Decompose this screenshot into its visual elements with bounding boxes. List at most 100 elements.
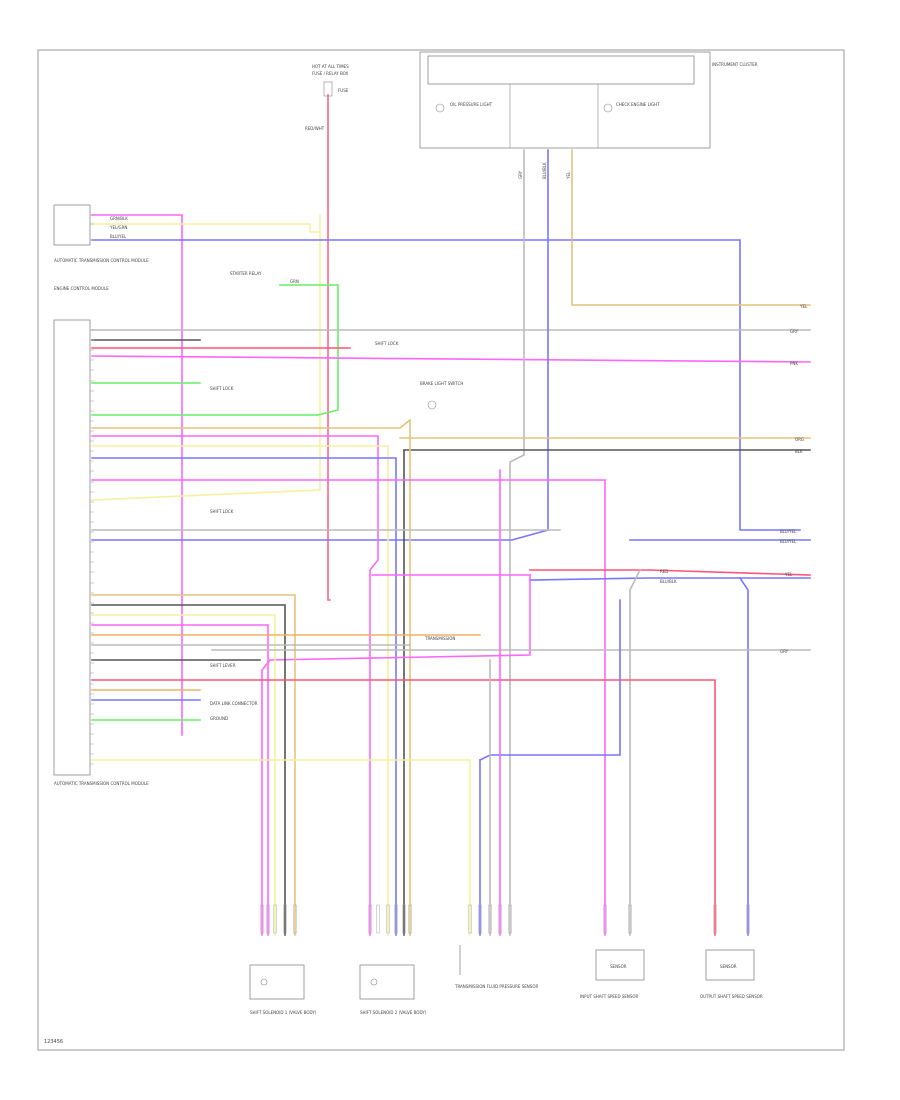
connector-pin <box>478 904 482 934</box>
solenoid-2-icon <box>370 978 378 986</box>
right-wire-10: YEL <box>784 572 793 577</box>
shift-lever-label: SHIFT LEVER <box>210 663 236 668</box>
wire-ic-gray <box>509 149 525 936</box>
bottom-connectors <box>260 904 750 934</box>
solenoid-2: SHIFT SOLENOID 2 (VALVE BODY) <box>359 964 427 1015</box>
inline-labels: STARTER RELAY GRN GRN/BLK YEL/GRN BLU/YE… <box>109 216 808 721</box>
right-wire-3: PNK <box>790 361 798 366</box>
solenoid-1-box <box>249 964 305 1000</box>
wire-feed-red <box>327 94 331 601</box>
output-speed-label: OUTPUT SHAFT SPEED SENSOR <box>700 994 763 999</box>
connector-pin <box>508 904 512 934</box>
right-wire-9: BLU/BLK <box>660 579 677 584</box>
pressure-sensor-label: TRANSMISSION FLUID PRESSURE SENSOR <box>454 984 538 989</box>
input-speed-label: INPUT SHAFT SPEED SENSOR <box>580 994 639 999</box>
right-wire-4: ORG <box>795 437 804 442</box>
wire-pin1-pink <box>91 214 183 736</box>
solenoid-1: SHIFT SOLENOID 1 (VALVE BODY) <box>249 964 317 1015</box>
wire-pin3-blue <box>91 239 801 531</box>
output-sensor-tag: SENSOR <box>720 964 737 969</box>
connector-pin <box>368 904 372 934</box>
right-wire-6: BLU/YEL <box>780 529 797 534</box>
pin3-wire: BLU/YEL <box>110 234 127 239</box>
connector-pin <box>293 904 297 934</box>
connector-pin <box>394 904 398 934</box>
cluster-box <box>419 51 711 149</box>
pin1-wire: GRN/BLK <box>110 216 128 221</box>
cluster-label: INSTRUMENT CLUSTER <box>712 62 758 67</box>
input-speed-sensor: SENSOR INPUT SHAFT SPEED SENSOR <box>580 949 645 999</box>
cluster-wire-2: BLU/BLK <box>542 162 547 179</box>
fuse-label: FUSE <box>338 88 349 93</box>
wire-yellow-sol2 <box>91 445 389 936</box>
solenoid-1-label: SHIFT SOLENOID 1 (VALVE BODY) <box>250 1010 317 1015</box>
tcm-lower-box <box>53 319 91 776</box>
check-engine-label: CHECK ENGINE LIGHT <box>616 102 660 107</box>
fuse-icon <box>323 81 333 97</box>
connector-pin <box>273 904 277 934</box>
wire-green-trunk <box>91 284 339 416</box>
input-sensor-box <box>595 949 645 981</box>
ground-label: GROUND <box>210 716 228 721</box>
solenoid-2-box <box>359 964 415 1000</box>
solenoid-1-icon <box>260 978 268 986</box>
shift-lock-label: SHIFT LOCK <box>375 341 399 346</box>
wire-blue-sol2 <box>91 457 397 936</box>
output-sensor-box <box>705 949 755 981</box>
connector-pin <box>376 904 380 934</box>
green-wire-label: GRN <box>290 279 299 284</box>
tcm-label: AUTOMATIC TRANSMISSION CONTROL MODULE <box>54 258 149 263</box>
ecm-label: ENGINE CONTROL MODULE <box>54 286 109 291</box>
tcm-lower-label: AUTOMATIC TRANSMISSION CONTROL MODULE <box>54 781 149 786</box>
hot-label: HOT AT ALL TIMES <box>312 64 349 69</box>
cluster-wire-1: GRY <box>518 170 523 179</box>
right-wire-11: GRY <box>780 649 789 654</box>
connector-pin <box>386 904 390 934</box>
diagram-border <box>37 49 845 1051</box>
wire-red-right <box>529 569 811 576</box>
tcm-upper-box <box>53 204 91 246</box>
tcm-connector-lower: AUTOMATIC TRANSMISSION CONTROL MODULE <box>53 319 149 786</box>
fuse-box-label: FUSE / RELAY BOX <box>312 71 349 76</box>
connector-pin <box>603 904 607 934</box>
wire-gray-input <box>629 568 642 936</box>
cluster-wire-3: YEL <box>566 171 571 180</box>
wire-pink-long <box>91 355 811 363</box>
wire-ic-blue <box>91 149 549 541</box>
wire-ic-tan <box>571 149 811 306</box>
solenoid-2-label: SHIFT SOLENOID 2 (VALVE BODY) <box>360 1010 427 1015</box>
connector-pin <box>266 904 270 934</box>
shift-lock-label-2: SHIFT LOCK <box>210 386 234 391</box>
wire-yellow-sol1 <box>91 614 276 936</box>
shift-lock-label-3: SHIFT LOCK <box>210 509 234 514</box>
connector-pin <box>260 904 264 934</box>
brake-switch-icon <box>427 400 437 410</box>
connector-pin <box>713 904 717 934</box>
connector-pin <box>408 904 412 934</box>
oil-light-icon <box>435 103 445 113</box>
pressure-sensor: TRANSMISSION FLUID PRESSURE SENSOR <box>454 945 538 989</box>
tcm-connector-upper: AUTOMATIC TRANSMISSION CONTROL MODULE EN… <box>53 204 149 291</box>
wire-yellow-2 <box>91 489 321 501</box>
starter-label: STARTER RELAY <box>230 271 262 276</box>
input-sensor-tag: SENSOR <box>610 964 627 969</box>
right-wire-1: YEL <box>799 304 808 309</box>
wire-red-output <box>91 679 716 936</box>
connector-pin <box>468 904 472 934</box>
output-speed-sensor: SENSOR OUTPUT SHAFT SPEED SENSOR <box>700 949 763 999</box>
right-wire-2: GRY <box>790 329 799 334</box>
connector-pin <box>498 904 502 934</box>
pin-numbers <box>90 214 94 765</box>
brake-label: BRAKE LIGHT SWITCH <box>420 381 463 386</box>
wire-pink-sol1 <box>261 574 531 936</box>
right-wire-7: BLU/YEL <box>780 539 797 544</box>
connector-pin <box>283 904 287 934</box>
instrument-cluster: INSTRUMENT CLUSTER OIL PRESSURE LIGHT CH… <box>419 51 758 180</box>
connector-pin <box>402 904 406 934</box>
right-wire-5: BLK <box>795 449 803 454</box>
wire-dark-sol1 <box>91 604 286 936</box>
connector-pin <box>746 904 750 934</box>
wire-blue-pressure <box>478 599 621 762</box>
